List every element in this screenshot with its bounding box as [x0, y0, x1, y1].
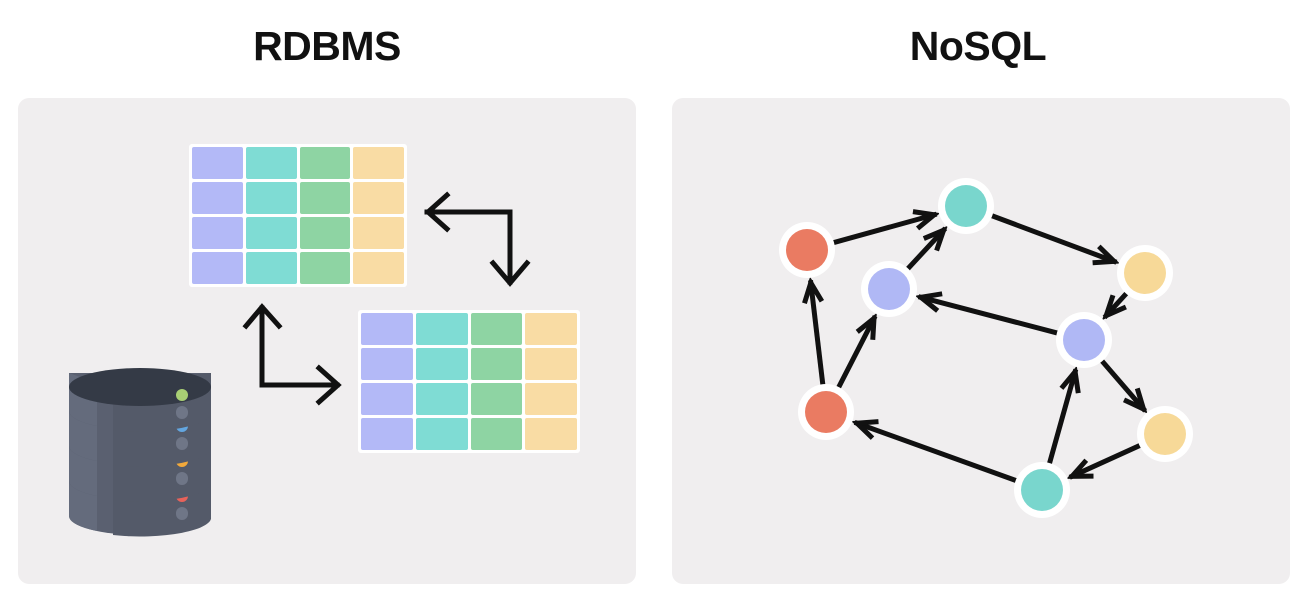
table-cell	[245, 252, 297, 284]
edge-yellow-right-to-purple-right	[1102, 289, 1131, 321]
arrowhead	[1122, 387, 1148, 414]
table-cell	[470, 418, 523, 450]
graph-node-yellow-right[interactable]	[1124, 252, 1166, 294]
table-cell	[245, 182, 297, 214]
table-cell	[192, 147, 243, 179]
table-cell	[525, 348, 577, 380]
arrowhead	[855, 312, 877, 340]
graph-node-red-upper[interactable]	[786, 229, 828, 271]
edge-red-upper-to-teal-upper	[829, 209, 941, 246]
arrowhead	[922, 225, 948, 252]
page-title-rdbms: RDBMS	[253, 23, 401, 69]
table-bottom	[358, 310, 580, 453]
table-cell	[353, 147, 404, 179]
table-cell	[192, 217, 243, 249]
graph-node-red-lower[interactable]	[805, 391, 847, 433]
graph-edges	[802, 209, 1148, 485]
table-cell	[192, 252, 243, 284]
graph-node-purple-right[interactable]	[1063, 319, 1105, 361]
edge-teal-lower-to-purple-right	[1046, 365, 1081, 468]
edge-purple-mid-to-teal-upper	[903, 225, 948, 273]
graph-node-teal-upper[interactable]	[945, 185, 987, 227]
table-cell	[415, 348, 468, 380]
arrowhead	[802, 276, 825, 305]
edge-purple-right-to-yellow-lower	[1098, 356, 1148, 414]
edge-purple-right-to-purple-mid	[914, 291, 1061, 337]
graph-node-teal-lower[interactable]	[1021, 469, 1063, 511]
arrowhead	[851, 419, 879, 440]
arrowhead	[1066, 458, 1094, 479]
table-cell	[299, 182, 351, 214]
table-cell	[415, 383, 468, 415]
table-cell	[299, 252, 351, 284]
table-cell	[470, 383, 523, 415]
table-cell	[245, 147, 297, 179]
table-cell	[525, 418, 577, 450]
nosql-panel	[672, 98, 1290, 584]
edge-yellow-lower-to-teal-lower	[1066, 441, 1144, 480]
table-cell	[525, 383, 577, 415]
table-cell	[353, 182, 404, 214]
database-cylinder-icon	[69, 368, 211, 540]
table-cell	[525, 313, 577, 345]
table-cell	[353, 217, 404, 249]
table-cell	[361, 348, 413, 380]
table-top	[189, 144, 407, 287]
graph-nodes	[779, 178, 1193, 518]
page-title-nosql: NoSQL	[909, 23, 1047, 69]
table-cell	[361, 313, 413, 345]
table-cell	[361, 383, 413, 415]
arrowhead	[914, 291, 943, 313]
table-cell	[470, 313, 523, 345]
edge-red-lower-to-red-upper	[802, 276, 826, 388]
arrowhead	[1059, 365, 1081, 394]
edge-red-lower-to-purple-mid	[834, 312, 878, 392]
table-cell	[353, 252, 404, 284]
graph-node-purple-mid[interactable]	[868, 268, 910, 310]
table-cell	[192, 182, 243, 214]
table-cell	[470, 348, 523, 380]
table-cell	[299, 217, 351, 249]
graph-node-yellow-lower[interactable]	[1144, 413, 1186, 455]
arrowhead	[912, 209, 941, 231]
edge-teal-upper-to-yellow-right	[988, 212, 1120, 266]
table-cell	[415, 313, 468, 345]
arrowhead	[1092, 244, 1120, 266]
table-cell	[361, 418, 413, 450]
table-cell	[299, 147, 351, 179]
table-cell	[245, 217, 297, 249]
table-cell	[415, 418, 468, 450]
arrowhead	[1102, 294, 1127, 321]
edge-teal-lower-to-red-lower	[851, 419, 1020, 485]
